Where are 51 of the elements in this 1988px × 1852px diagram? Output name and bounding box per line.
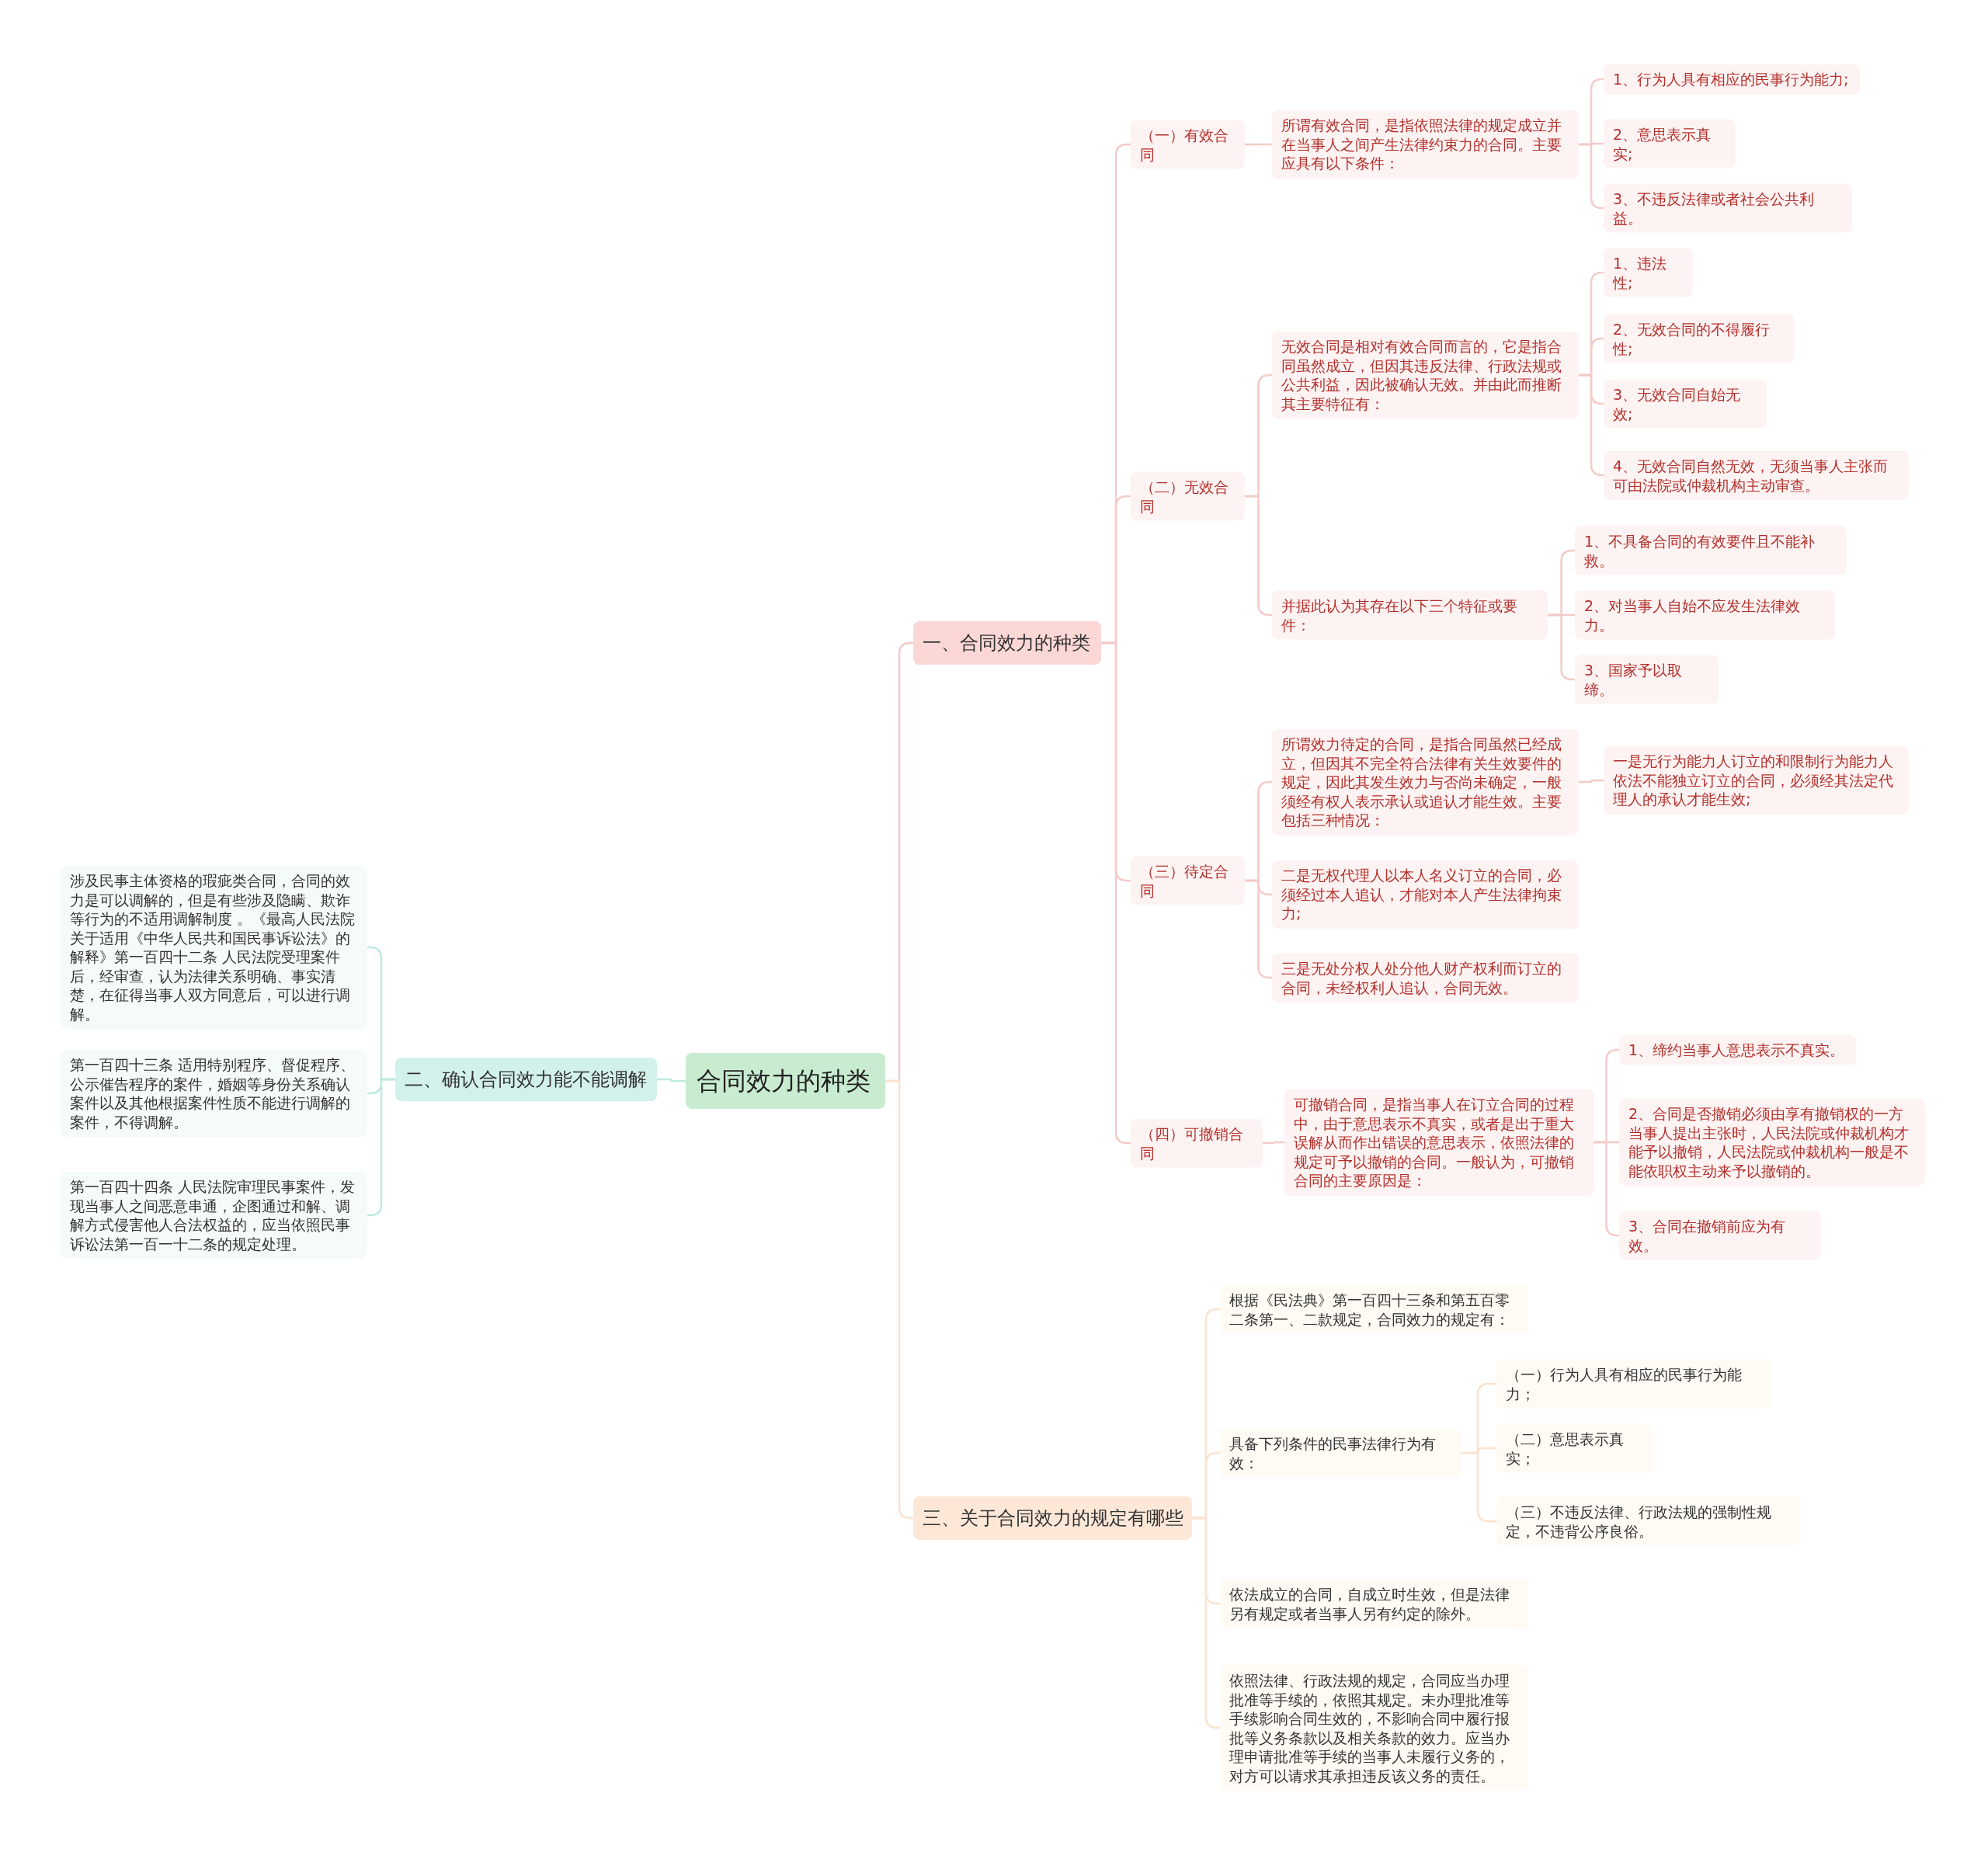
root-topic-box: 合同效力的种类: [686, 1053, 885, 1109]
connector-line: [1263, 1141, 1284, 1145]
subtopic-box: 2、合同是否撤销必须由享有撤销权的一方当事人提出主张时，人民法院或仲裁机构才能予以撤销，人民法院或仲裁机构一般是不能依职权主动来予以撤销的。: [1619, 1099, 1925, 1186]
connector-line: [1579, 374, 1604, 477]
subtopic-box: 3、合同在撤销前应为有效。: [1619, 1211, 1821, 1260]
connector-line: [1461, 1451, 1496, 1523]
branch-topic-box: 二、确认合同效力能不能调解: [395, 1058, 657, 1101]
subtopic-box: 一是无行为能力人订立的和限制行为能力人依法不能独立订立的合同，必须经其法定代理人的承认才能生效;: [1604, 746, 1909, 815]
connector-line: [1579, 779, 1604, 784]
branch-topic-box: 一、合同效力的种类: [913, 621, 1101, 665]
subtopic-box: （四）可撤销合同: [1131, 1118, 1263, 1168]
subtopic-box: 二是无权代理人以本人名义订立的合同，必须经过本人追认，才能对本人产生法律拘束力;: [1272, 860, 1579, 929]
subtopic-box: 2、对当事人自始不应发生法律效力。: [1575, 590, 1835, 640]
subtopic-box: 依法成立的合同，自成立时生效，但是法律另有规定或者当事人另有约定的除外。: [1220, 1579, 1528, 1628]
subtopic-box: 涉及民事主体资格的瑕疵类合同，合同的效力是可以调解的，但是有些涉及隐瞒、欺诈等行为的不适用调解制度 。《最高人民法院关于适用《中华人民共和国民事诉讼法》的解释》第一百四十二条 人民法院受理案件后，经审查，认为法律关系明确、事实清楚，在征得当事人双方同意后，可以进行调解。: [61, 866, 367, 1029]
connector-line: [885, 1079, 913, 1520]
subtopic-box: 1、违法性;: [1604, 248, 1693, 297]
subtopic-box: 具备下列条件的民事法律行为有效：: [1220, 1428, 1461, 1478]
subtopic-box: 并据此认为其存在以下三个特征或要件：: [1272, 590, 1548, 640]
subtopic-box: 可撤销合同，是指当事人在订立合同的过程中，由于意思表示不真实，或者是出于重大误解从而作出错误的意思表示，依照法律的规定可予以撤销的合同。一般认为，可撤销合同的主要原因是：: [1284, 1089, 1594, 1196]
subtopic-box: 1、行为人具有相应的民事行为能力;: [1604, 64, 1860, 95]
subtopic-box: 3、无效合同自始无效;: [1604, 379, 1767, 429]
subtopic-box: 所谓有效合同，是指依照法律的规定成立并在当事人之间产生法律约束力的合同。主要应具有以下条件：: [1272, 110, 1579, 179]
subtopic-box: 第一百四十四条 人民法院审理民事案件，发现当事人之间恶意串通，企图通过和解、调解方式侵害他人合法权益的，应当依照民事诉讼法第一百一十二条的规定处理。: [61, 1172, 367, 1259]
subtopic-box: （二）无效合同: [1131, 471, 1245, 521]
subtopic-box: 3、不违反法律或者社会公共利益。: [1604, 183, 1852, 233]
subtopic-box: 2、无效合同的不得履行性;: [1604, 314, 1794, 363]
subtopic-box: 1、缔约当事人意思表示不真实。: [1619, 1034, 1856, 1065]
connector-line: [1245, 143, 1272, 146]
connector-line: [1245, 879, 1272, 979]
subtopic-box: 2、意思表示真实;: [1604, 119, 1736, 169]
subtopic-box: 1、不具备合同的有效要件且不能补救。: [1575, 526, 1847, 575]
connector-line: [1579, 143, 1604, 210]
subtopic-box: 所谓效力待定的合同，是指合同虽然已经成立，但因其不完全符合法律有关生效要件的规定，因此其发生效力与否尚未确定，一般须经有权人表示承认或追认才能生效。主要包括三种情况：: [1272, 728, 1579, 836]
connector-line: [657, 1078, 686, 1082]
subtopic-box: （一）有效合同: [1131, 120, 1245, 169]
connector-line: [1548, 613, 1575, 681]
connector-line: [1594, 1141, 1619, 1237]
subtopic-box: 第一百四十三条 适用特别程序、督促程序、公示催告程序的案件，婚姻等身份关系确认案件以及其他根据案件性质不能进行调解的案件，不得调解。: [61, 1050, 367, 1137]
subtopic-box: （一）行为人具有相应的民事行为能力；: [1496, 1359, 1772, 1409]
subtopic-box: 根据《民法典》第一百四十三条和第五百零二条第一、二款规定，合同效力的规定有：: [1220, 1284, 1528, 1334]
subtopic-box: （三）待定合同: [1131, 856, 1245, 905]
subtopic-box: 3、国家予以取缔。: [1575, 655, 1719, 704]
subtopic-box: 三是无处分权人处分他人财产权利而订立的合同，未经权利人追认，合同无效。: [1272, 953, 1579, 1002]
subtopic-box: 无效合同是相对有效合同而言的，它是指合同虽然成立，但因其违反法律、行政法规或公共利益，因此被确认无效。并由此而推断其主要特征有：: [1272, 332, 1579, 419]
connector-line: [1245, 495, 1272, 617]
subtopic-box: （二）意思表示真实；: [1496, 1423, 1652, 1473]
branch-topic-box: 三、关于合同效力的规定有哪些: [913, 1496, 1192, 1540]
subtopic-box: 依照法律、行政法规的规定，合同应当办理批准等手续的，依照其规定。未办理批准等手续影响合同生效的，不影响合同中履行报批等义务条款以及相关条款的效力。应当办理申请批准等手续的当事人未履行义务的，对方可以请求其承担违反该义务的责任。: [1220, 1665, 1528, 1791]
subtopic-box: （三）不违反法律、行政法规的强制性规定，不违背公序良俗。: [1496, 1496, 1801, 1546]
subtopic-box: 4、无效合同自然无效，无须当事人主张而可由法院或仲裁机构主动审查。: [1604, 450, 1909, 500]
